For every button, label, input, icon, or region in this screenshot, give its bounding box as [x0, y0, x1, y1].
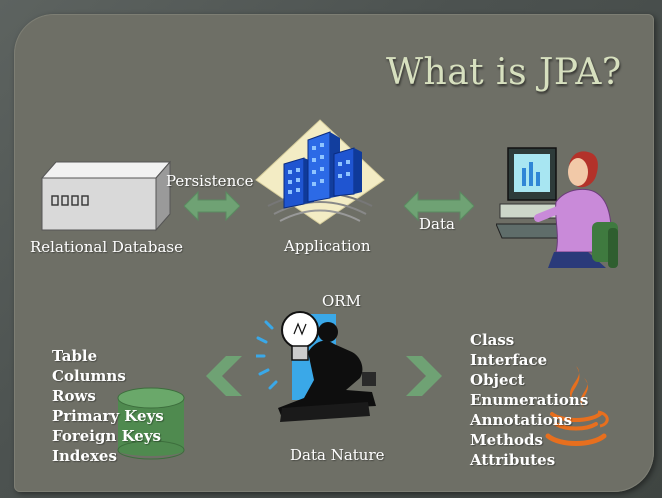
left-chevron-arrow	[206, 356, 242, 396]
application-buildings-icon	[255, 119, 385, 225]
user-at-computer-icon	[496, 147, 618, 268]
relational-term: Indexes	[52, 447, 117, 465]
orm-idea-figure-icon	[256, 311, 376, 422]
java-term: Enumerations	[470, 391, 589, 409]
java-term: Methods	[470, 431, 543, 449]
data-label: Data	[419, 215, 455, 233]
application-label: Application	[284, 237, 371, 255]
relational-term: Foreign Keys	[52, 427, 162, 445]
java-term: Object	[470, 371, 525, 389]
relational-terms-list: Table Columns Rows Primary Keys Foreign …	[52, 346, 164, 466]
java-term: Annotations	[470, 411, 573, 429]
slide-title: What is JPA?	[386, 52, 622, 93]
java-term: Class	[470, 331, 515, 349]
relational-term: Primary Keys	[52, 407, 164, 425]
java-term: Interface	[470, 351, 548, 369]
data-nature-label: Data Nature	[290, 446, 385, 464]
persistence-label: Persistence	[166, 172, 254, 190]
java-term: Attributes	[470, 451, 556, 469]
database-cylinder-icon	[117, 387, 185, 460]
relational-term: Rows	[52, 387, 96, 405]
database-label: Relational Database	[30, 238, 183, 256]
java-terms-list: Class Interface Object Enumerations Anno…	[470, 330, 588, 470]
right-chevron-arrow	[406, 356, 442, 396]
database-server-icon	[40, 160, 172, 232]
data-double-arrow	[404, 190, 474, 222]
relational-term: Columns	[52, 367, 126, 385]
persistence-double-arrow	[184, 190, 240, 222]
relational-term: Table	[52, 347, 98, 365]
orm-label: ORM	[322, 292, 361, 310]
java-logo-icon	[545, 366, 609, 446]
